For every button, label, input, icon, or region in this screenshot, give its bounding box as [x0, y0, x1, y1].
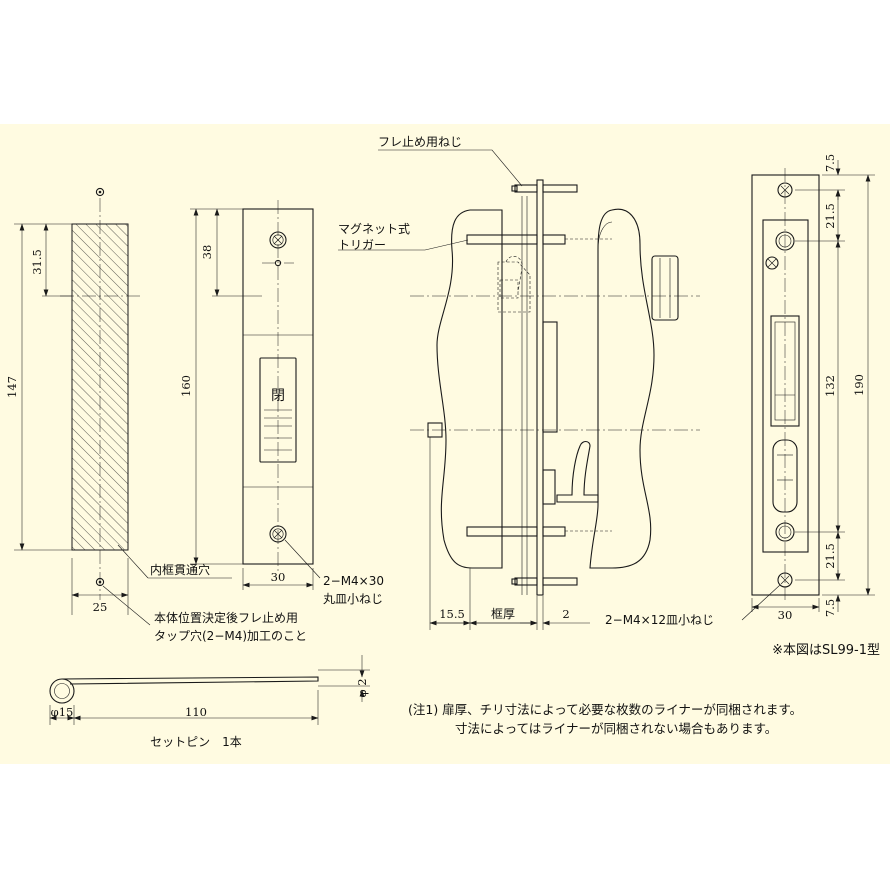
- thumb-turn-knob: [651, 255, 679, 321]
- dim-phi15: φ15: [51, 705, 74, 719]
- hook-latch: [556, 440, 599, 503]
- screw-m4x30-label-2: 丸皿小ねじ: [323, 592, 383, 606]
- magnet-trigger-label-2: トリガー: [338, 238, 386, 252]
- set-pin-label: セットピン 1本: [150, 735, 242, 749]
- dim-7-5-bottom: 7.5: [823, 599, 837, 617]
- screw-m4x12-label: 2−M4×12皿小ねじ: [605, 613, 714, 627]
- dim-21-5-bottom: 21.5: [823, 543, 837, 569]
- screw-bottom-icon: [269, 525, 287, 543]
- model-label: ※本図はSL99-1型: [772, 643, 880, 658]
- note-line-1: (注1) 扉厚、チリ寸法によって必要な枚数のライナーが同梱されます。: [408, 702, 802, 717]
- strike-screw-top-icon: [777, 182, 793, 198]
- dim-110: 110: [185, 705, 207, 719]
- screw-m4x30-label-1: 2−M4×30: [323, 574, 384, 588]
- note-line-2: 寸法によってはライナーが同梱されない場合もあります。: [455, 721, 777, 736]
- closed-indicator-label: 閉: [271, 388, 285, 404]
- dim-15-5: 15.5: [439, 607, 465, 621]
- inner-frame-view: 147 31.5 25: [5, 187, 232, 626]
- dim-132: 132: [823, 375, 837, 397]
- strike-screw-bottom-icon: [777, 572, 793, 588]
- dim-phi2: φ 2: [355, 678, 369, 697]
- set-pin-view: [49, 655, 370, 725]
- front-plate-view: 38 160 30: [179, 200, 321, 590]
- inner-frame-hole-label: 内框貫通穴: [150, 562, 210, 577]
- dim-7-5-top: 7.5: [823, 154, 837, 172]
- magnet-trigger-label-1: マグネット式: [338, 222, 410, 236]
- fure-screw-label: フレ止め用ねじ: [378, 135, 462, 149]
- indicator-window: [259, 357, 297, 463]
- dim-190: 190: [852, 374, 866, 396]
- dim-147: 147: [5, 376, 19, 398]
- tap-hole-label-2: タップ穴(2−M4)加工のこと: [154, 628, 307, 643]
- side-section-view: [338, 149, 700, 630]
- dim-30-front: 30: [271, 570, 286, 584]
- hole-bottom-icon: [95, 577, 105, 587]
- dim-25: 25: [93, 600, 108, 614]
- drawing-sheet: [0, 124, 890, 764]
- dim-30-strike: 30: [778, 608, 793, 622]
- dim-38: 38: [200, 245, 214, 260]
- dim-21-5-top: 21.5: [823, 203, 837, 229]
- tap-hole-label-1: 本体位置決定後フレ止め用: [154, 610, 298, 625]
- dim-160: 160: [179, 375, 193, 397]
- screw-top-icon: [269, 231, 287, 249]
- latch-slot: [770, 315, 800, 427]
- dim-31-5: 31.5: [30, 249, 44, 275]
- mounting-plate: [536, 179, 544, 596]
- case-block: [542, 321, 558, 433]
- hole-top-icon: [95, 187, 105, 197]
- strike-plate-view: 7.5 21.5 132 21.5 7.5 190 30: [741, 154, 875, 622]
- frame-thickness-label: 框厚: [491, 607, 515, 621]
- dim-2: 2: [562, 607, 569, 621]
